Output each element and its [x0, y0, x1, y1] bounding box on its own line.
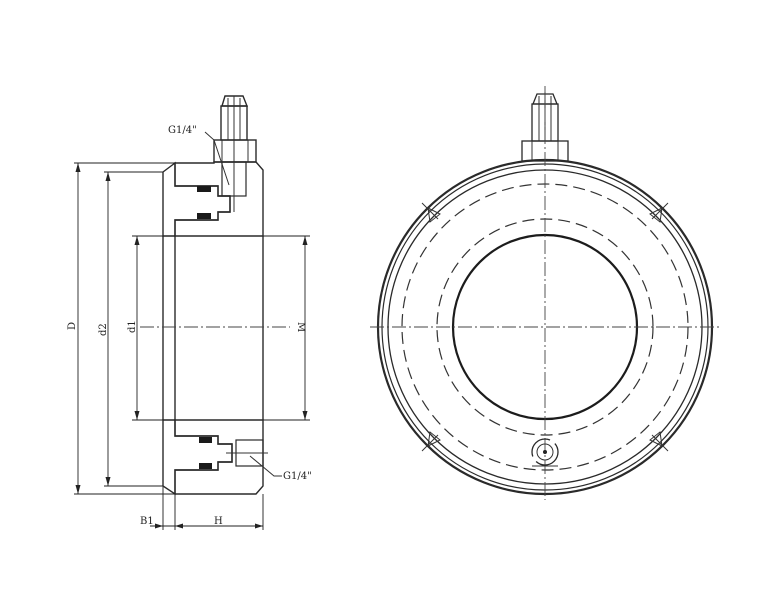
- dimension-d2: d2: [98, 171, 163, 487]
- label-B1: B1: [140, 516, 154, 527]
- dimension-M: M: [263, 235, 310, 421]
- top-fitting-icon: [213, 95, 257, 163]
- dimension-D: D: [67, 162, 175, 495]
- label-M: M: [295, 322, 306, 332]
- label-d2: d2: [98, 323, 109, 336]
- upper-section: G1/4": [162, 125, 264, 237]
- label-D: D: [67, 322, 78, 330]
- label-d1: d1: [127, 320, 138, 333]
- lower-section: G1/4": [162, 419, 312, 496]
- port-label-top: G1/4": [168, 125, 197, 136]
- dimension-d1: d1: [127, 235, 175, 421]
- label-H: H: [214, 516, 223, 527]
- dimension-B1-H: B1 H: [140, 516, 263, 529]
- bottom-port-icon: [531, 438, 559, 467]
- port-label-bottom: G1/4": [283, 471, 312, 482]
- side-section-view: G1/4" G1/4" D: [67, 95, 312, 530]
- mount-marker-icon: [421, 202, 669, 452]
- front-view: [370, 86, 722, 500]
